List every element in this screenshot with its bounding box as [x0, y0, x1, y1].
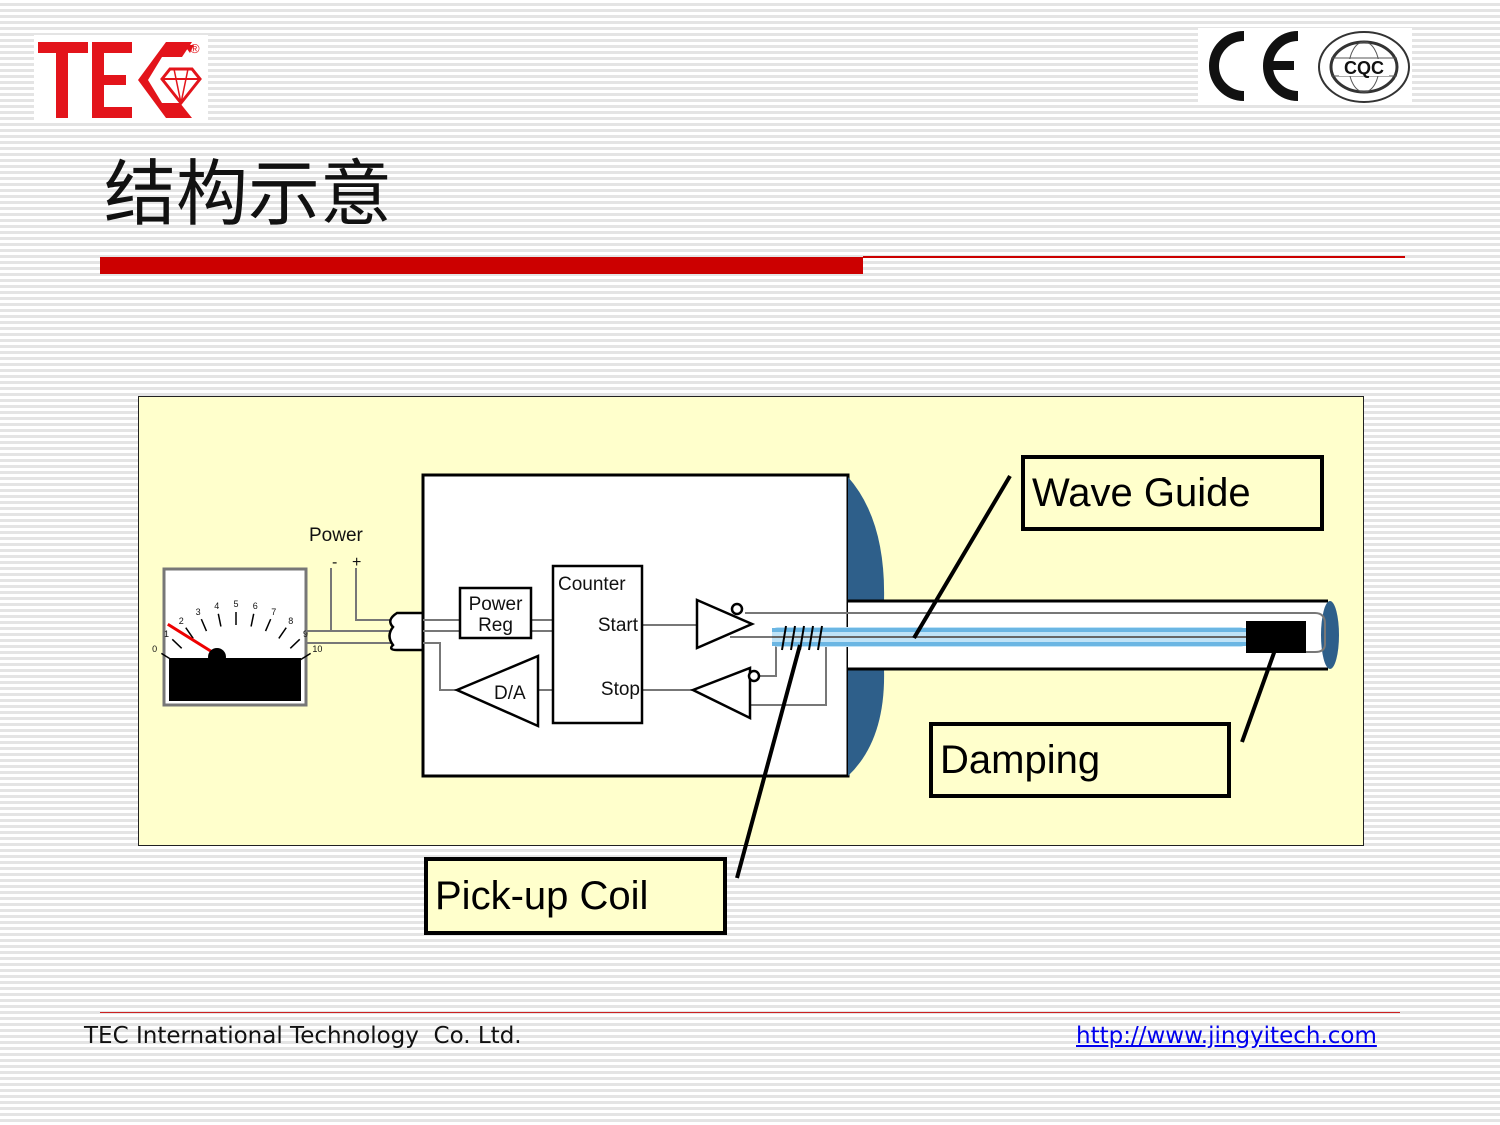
footer-website-link[interactable]: http://www.jingyitech.com [1076, 1023, 1377, 1049]
pickup-coil [781, 625, 823, 651]
power-plus-label: + [352, 554, 361, 571]
footer-divider [100, 1012, 1400, 1013]
wave-guide-leader [912, 474, 1012, 640]
power-reg-label-1: Power [469, 594, 524, 615]
da-converter [453, 654, 540, 728]
counter-block [551, 564, 644, 725]
signal-amplifier [689, 666, 761, 721]
waveguide-wire [730, 627, 1246, 647]
title-underline-thick [100, 257, 863, 274]
damping-block [1246, 621, 1306, 653]
meter-scale-label: 7 [271, 607, 276, 617]
meter-tick [264, 618, 272, 632]
meter-tick [289, 638, 301, 649]
start-label: Start [598, 615, 639, 636]
callout-wave-guide-text: Wave Guide [1032, 471, 1251, 515]
cqc-text: CQC [1344, 58, 1384, 78]
meter-tick [160, 652, 173, 661]
power-label: Power [309, 525, 364, 546]
meter-tick [200, 618, 208, 632]
callout-damping: Damping [929, 722, 1231, 798]
power-wires [306, 568, 392, 644]
diamond-icon [160, 67, 202, 106]
flange-bottom [848, 669, 885, 776]
meter-scale-label: 6 [253, 601, 258, 611]
ce-mark-logo [1198, 28, 1316, 102]
counter-label: Counter [558, 574, 626, 595]
cqc-mark-logo: CQC [1316, 28, 1412, 104]
meter-scale-label: 2 [179, 616, 184, 626]
meter-needle [167, 622, 218, 657]
flange-top [848, 477, 885, 601]
footer-company-name: TEC International Technology Co. Ltd. [84, 1023, 522, 1049]
registered-mark: ® [190, 41, 200, 56]
pulse-driver [695, 598, 756, 650]
meter-scale-label: 3 [196, 607, 201, 617]
page-title: 结构示意 [104, 152, 393, 236]
meter-tick [217, 613, 222, 627]
power-minus-label: - [332, 554, 337, 571]
da-label: D/A [494, 683, 526, 704]
analog-meter: 012 3 4 5 6 7 89 10 [152, 567, 322, 707]
pickup-coil-leader [735, 644, 802, 879]
power-reg-block [458, 586, 533, 640]
meter-scale-label: 1 [164, 629, 169, 639]
meter-scale-label: 0 [152, 644, 157, 654]
callout-damping-text: Damping [940, 738, 1101, 782]
meter-scale-label: 8 [288, 616, 293, 626]
callout-wave-guide: Wave Guide [1021, 455, 1324, 531]
meter-tick [278, 627, 287, 639]
callout-pickup-coil: Pick-up Coil [424, 857, 727, 935]
internal-wires [423, 612, 1326, 706]
cable-connector [388, 611, 423, 652]
meter-tick [250, 613, 255, 627]
meter-scale-label: 10 [312, 644, 322, 654]
callout-pickup-coil-text: Pick-up Coil [435, 874, 649, 918]
stop-label: Stop [601, 679, 640, 700]
meter-tick [171, 638, 183, 649]
power-reg-label-2: Reg [478, 615, 513, 636]
meter-scale-label: 9 [303, 629, 308, 639]
meter-pivot [208, 648, 226, 666]
tec-logo-graphic: ® [38, 41, 202, 118]
meter-tick [299, 652, 312, 661]
meter-scale: 012 3 4 5 6 7 89 10 [152, 599, 322, 661]
title-underline-thin [863, 256, 1405, 258]
meter-tick [185, 627, 194, 639]
damping-leader [1240, 649, 1277, 743]
meter-scale-label: 5 [233, 599, 238, 609]
tube-end-cap [1321, 601, 1339, 669]
tec-logo: ® [34, 35, 208, 120]
meter-scale-label: 4 [214, 601, 219, 611]
